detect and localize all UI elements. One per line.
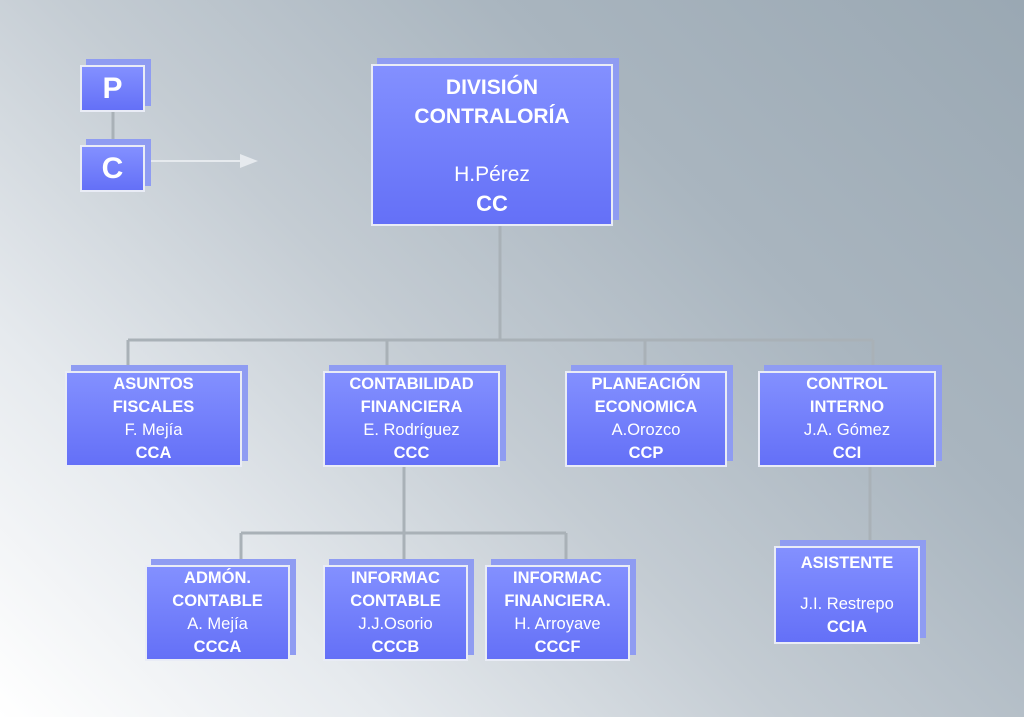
subunit-node-ccca: ADMÓN. CONTABLE A. Mejía CCCA <box>145 565 290 661</box>
node-title: CONTABLE <box>172 592 263 610</box>
node-code: CCA <box>135 444 172 462</box>
legend-p-label: P <box>102 71 123 105</box>
node-person: F. Mejía <box>124 421 183 439</box>
unit-node-cci: CONTROL INTERNO J.A. Gómez CCI <box>758 371 936 467</box>
legend-c-label: C <box>101 151 124 185</box>
node-person: A.Orozco <box>611 421 681 439</box>
head-node: DIVISIÓN CONTRALORÍA H.Pérez CC <box>371 64 613 226</box>
node-title: ASUNTOS <box>113 375 194 393</box>
node-title: ECONOMICA <box>594 398 698 416</box>
node-title: CONTABLE <box>350 592 441 610</box>
node-person: J.J.Osorio <box>358 615 433 633</box>
unit-node-ccp: PLANEACIÓN ECONOMICA A.Orozco CCP <box>565 371 727 467</box>
node-title: CONTRALORÍA <box>414 104 570 128</box>
node-title: CONTABILIDAD <box>349 375 474 393</box>
node-code: CCCA <box>193 638 242 656</box>
node-title: INFORMAC <box>351 569 440 587</box>
node-title: ASISTENTE <box>800 553 894 572</box>
node-title: FISCALES <box>112 398 195 416</box>
node-code: CCCB <box>371 638 420 656</box>
node-title: CONTROL <box>806 375 888 393</box>
node-code: CC <box>476 190 508 216</box>
subunit-node-cccb: INFORMAC CONTABLE J.J.Osorio CCCB <box>323 565 468 661</box>
node-person: J.I. Restrepo <box>800 594 894 613</box>
node-title: INTERNO <box>809 398 885 416</box>
node-code: CCC <box>393 444 430 462</box>
node-title: DIVISIÓN <box>445 75 539 99</box>
node-person: H. Arroyave <box>514 615 601 633</box>
node-title: PLANEACIÓN <box>591 375 701 393</box>
node-title: FINANCIERA. <box>504 592 611 610</box>
legend-p-box: P <box>80 65 145 112</box>
node-title: INFORMAC <box>513 569 602 587</box>
node-code: CCIA <box>826 617 868 636</box>
subunit-node-cccf: INFORMAC FINANCIERA. H. Arroyave CCCF <box>485 565 630 661</box>
node-code: CCCF <box>534 638 581 656</box>
unit-node-cca: ASUNTOS FISCALES F. Mejía CCA <box>65 371 242 467</box>
legend-arrow <box>148 154 258 168</box>
node-person: A. Mejía <box>187 615 248 633</box>
node-code: CCP <box>628 444 664 462</box>
node-person: H.Pérez <box>454 162 530 186</box>
unit-node-ccc: CONTABILIDAD FINANCIERA E. Rodríguez CCC <box>323 371 500 467</box>
node-title: FINANCIERA <box>360 398 463 416</box>
node-title: ADMÓN. <box>184 569 251 587</box>
node-code: CCI <box>832 444 862 462</box>
node-person: J.A. Gómez <box>803 421 891 439</box>
legend-c-box: C <box>80 145 145 192</box>
assistant-node-ccia: ASISTENTE J.I. Restrepo CCIA <box>774 546 920 644</box>
node-person: E. Rodríguez <box>363 421 460 439</box>
